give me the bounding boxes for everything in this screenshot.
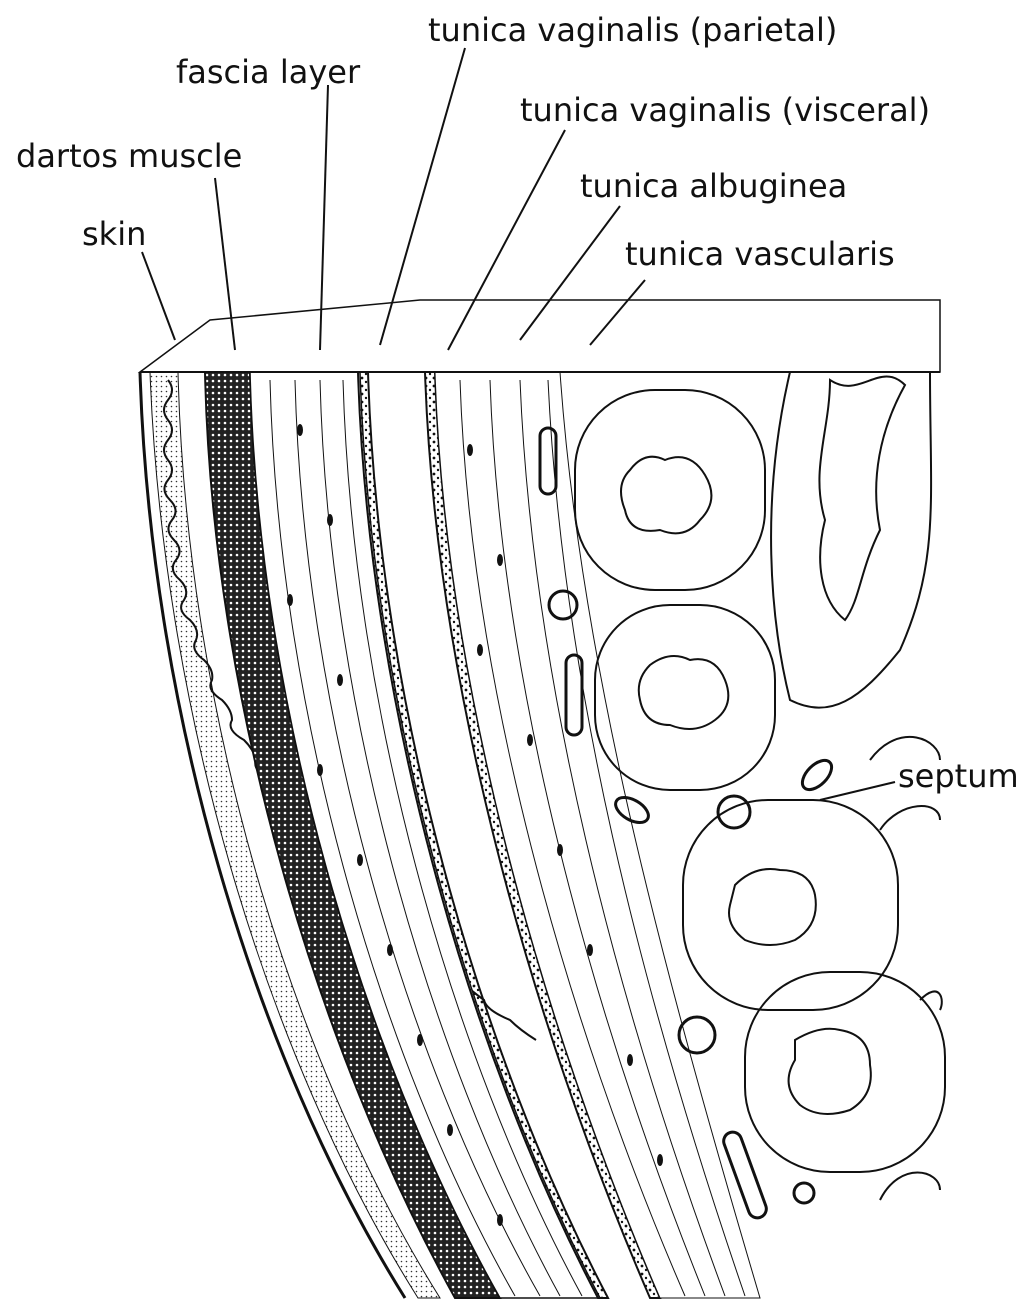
label-dartos-muscle: dartos muscle xyxy=(16,140,242,172)
label-fascia-layer: fascia layer xyxy=(176,56,360,88)
label-tunica-vaginalis-visceral: tunica vaginalis (visceral) xyxy=(520,94,930,126)
label-tunica-vascularis: tunica vascularis xyxy=(625,238,895,270)
label-septum: septum xyxy=(898,760,1019,792)
label-tunica-vaginalis-parietal: tunica vaginalis (parietal) xyxy=(428,14,837,46)
top-surface xyxy=(140,300,940,372)
label-tunica-albuginea: tunica albuginea xyxy=(580,170,847,202)
label-skin: skin xyxy=(82,218,146,250)
